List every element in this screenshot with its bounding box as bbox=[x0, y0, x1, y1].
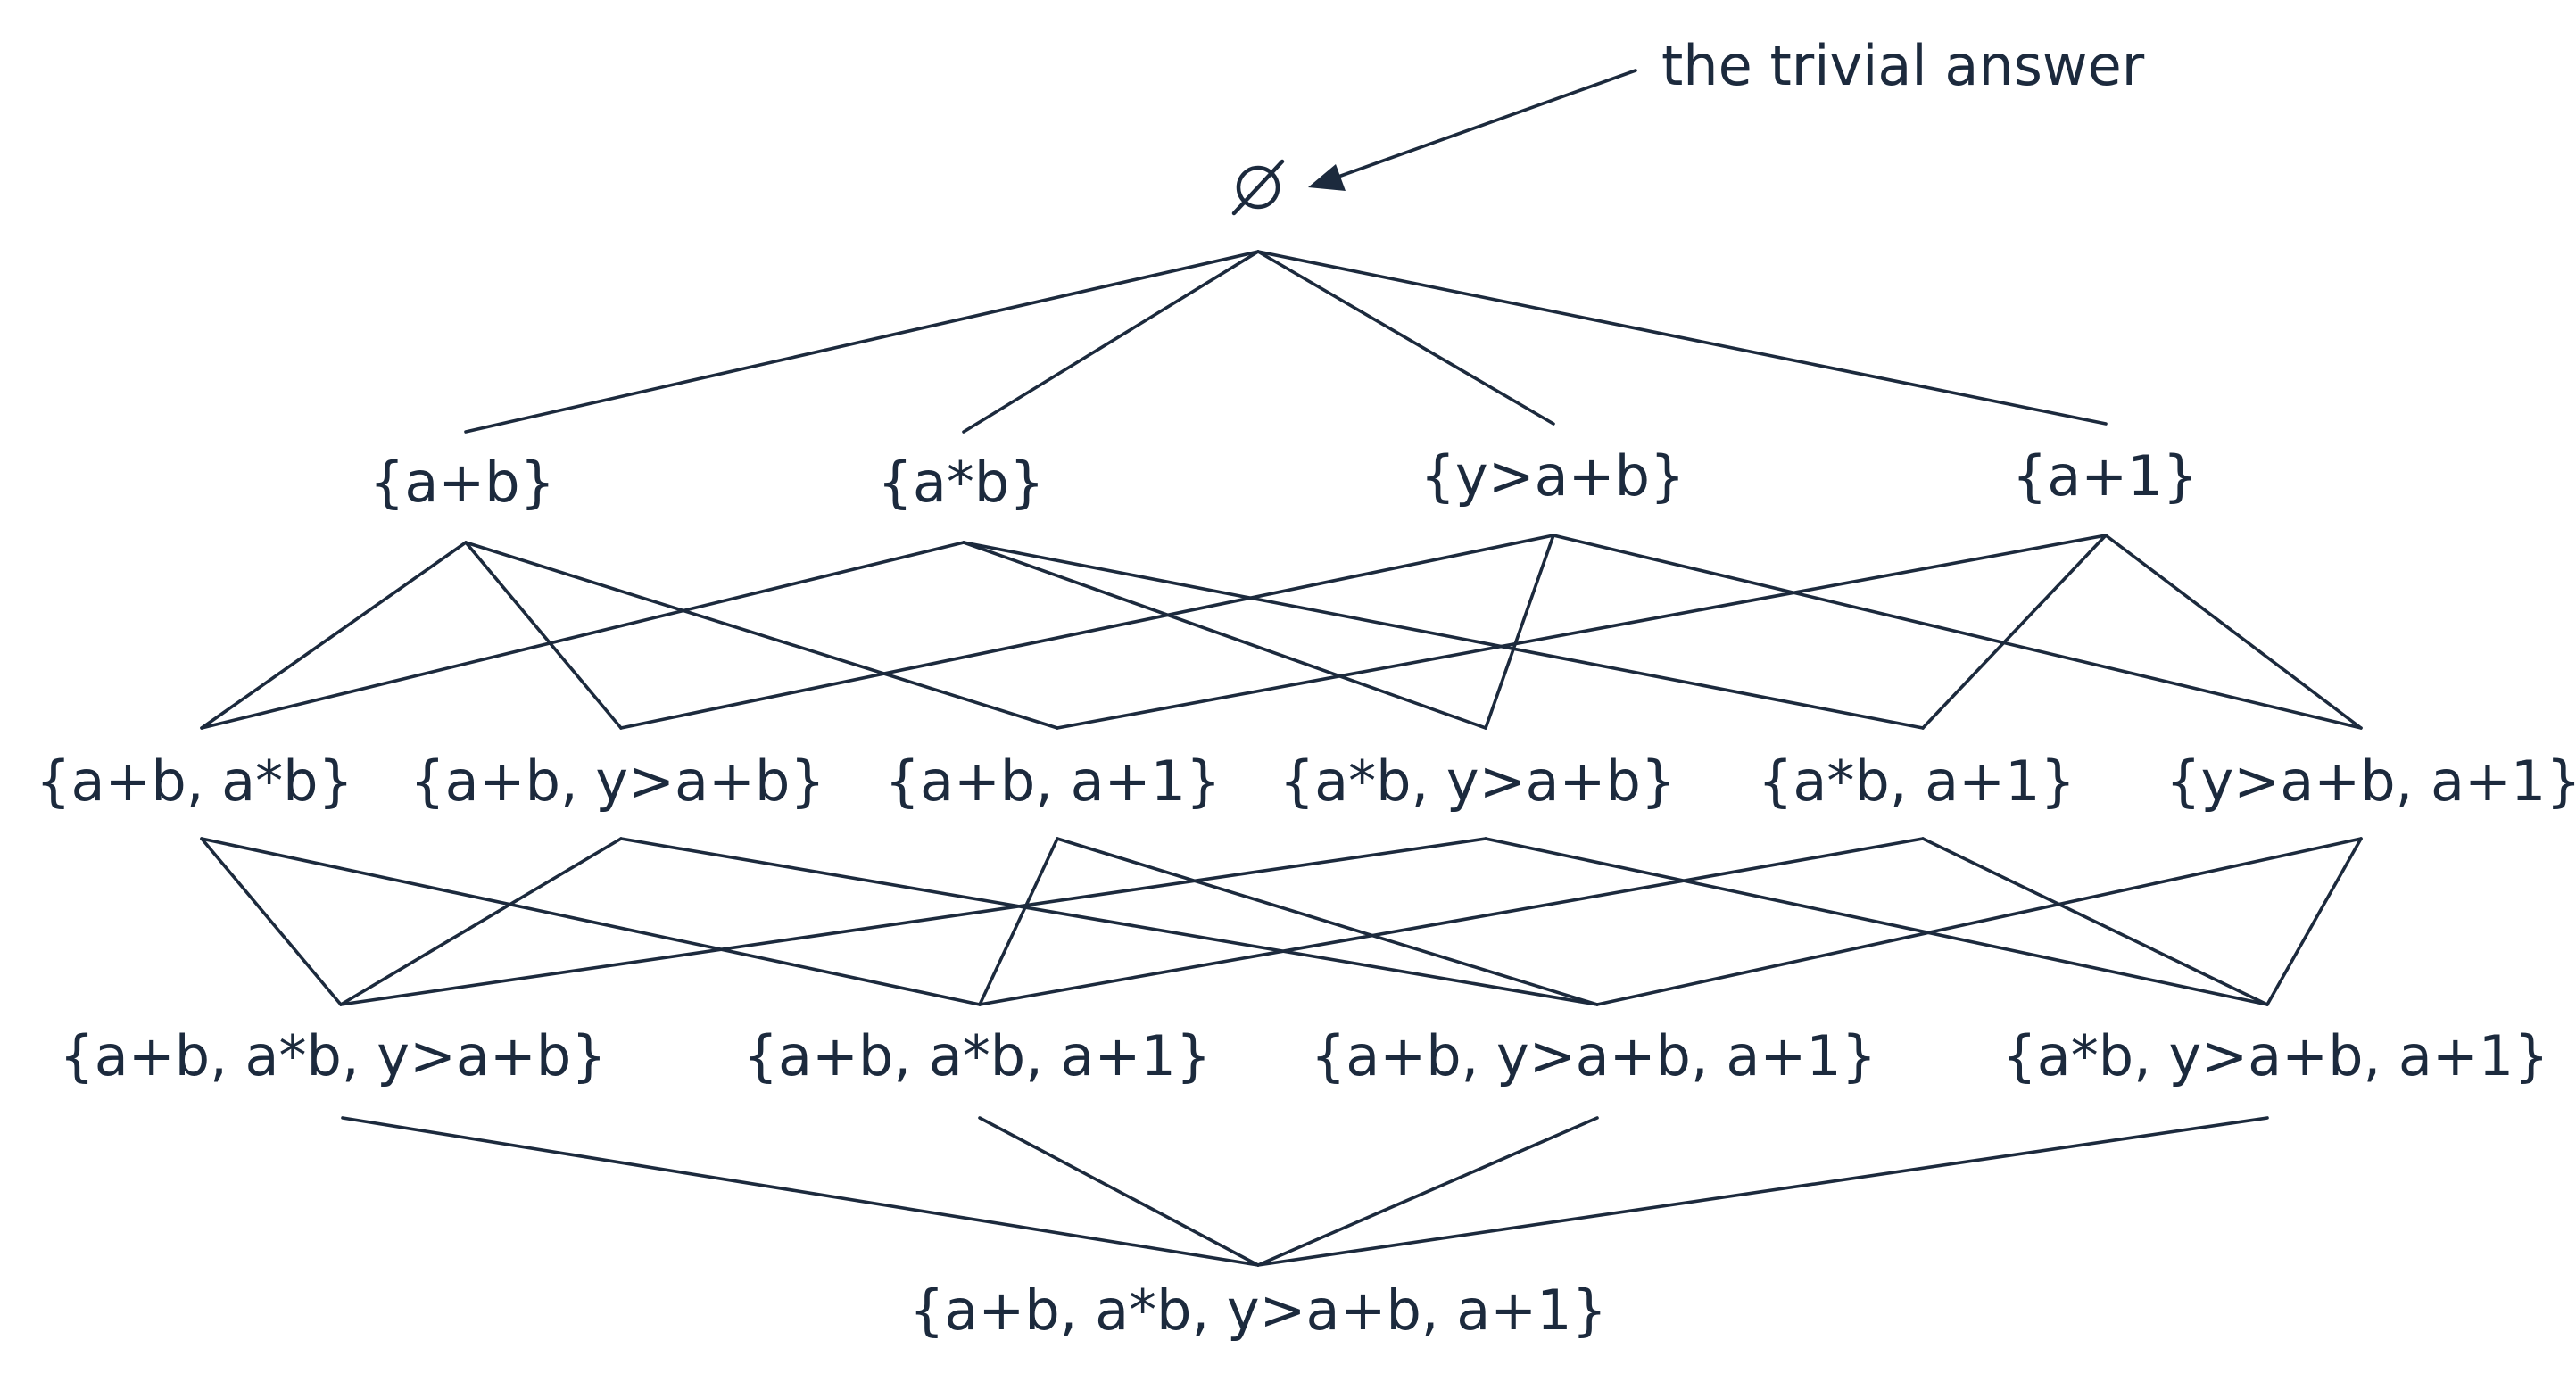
edge-n1d-n2ad bbox=[1056, 534, 2108, 730]
node-label-n2ad: {a+b, a+1} bbox=[885, 749, 1222, 814]
node-label-n3bcd: {a*b, y>a+b, a+1} bbox=[2001, 1023, 2548, 1088]
lattice-nodes: {a+b} {a*b} {y>a+b} {a+1} {a+b, a*b} {a+b, y>… bbox=[36, 159, 2576, 1343]
node-label-n2ab: {a+b, a*b} bbox=[36, 749, 353, 814]
edge-n1b-n2bc bbox=[962, 541, 1487, 730]
node-label-n1c: {y>a+b} bbox=[1421, 443, 1686, 509]
node-label-n1b: {a*b} bbox=[877, 450, 1044, 515]
node-label-n3abc: {a+b, a*b, y>a+b} bbox=[59, 1023, 606, 1088]
node-label-n1d: {a+1} bbox=[2012, 443, 2198, 509]
edge-n2cd-n3bcd bbox=[2265, 837, 2363, 1006]
node-label-n1a: {a+b} bbox=[369, 450, 555, 515]
node-label-n2bd: {a*b, a+1} bbox=[1758, 749, 2075, 814]
edge-n0-n1c bbox=[1256, 250, 1555, 426]
edge-n2ac-n3abc bbox=[339, 837, 623, 1006]
lattice-edges bbox=[200, 250, 2363, 1267]
edge-n1c-n2cd bbox=[1552, 534, 2363, 730]
edge-n1a-n2ab bbox=[200, 541, 468, 730]
edge-n2bc-n3abc bbox=[339, 837, 1487, 1006]
edge-n3abc-n4 bbox=[341, 1116, 1260, 1267]
edge-n3acd-n4 bbox=[1256, 1116, 1599, 1267]
edge-n2cd-n3acd bbox=[1595, 837, 2363, 1006]
node-label-n2ac: {a+b, y>a+b} bbox=[410, 749, 825, 814]
node-label-n3acd: {a+b, y>a+b, a+1} bbox=[1311, 1023, 1876, 1088]
annotation-arrow-line bbox=[1337, 69, 1637, 178]
annotation-label: the trivial answer bbox=[1661, 33, 2145, 98]
edge-n2ab-n3abd bbox=[200, 837, 982, 1006]
edge-n1a-n2ac bbox=[464, 541, 623, 730]
edge-n1d-n2bd bbox=[1921, 534, 2108, 730]
edge-n1d-n2cd bbox=[2104, 534, 2363, 730]
edge-n2bd-n3abd bbox=[978, 837, 1925, 1006]
edge-n2bc-n3bcd bbox=[1484, 837, 2269, 1006]
empty-set-icon bbox=[1231, 159, 1285, 216]
edge-n1b-n2bd bbox=[962, 541, 1925, 730]
edge-n1c-n2ac bbox=[619, 534, 1555, 730]
edge-n0-n1a bbox=[464, 250, 1260, 434]
empty-set-circle bbox=[1236, 165, 1280, 210]
edge-n1a-n2ad bbox=[464, 541, 1059, 730]
node-label-n4: {a+b, a*b, y>a+b, a+1} bbox=[909, 1278, 1607, 1343]
annotation: the trivial answer bbox=[1308, 33, 2145, 191]
edge-n0-n1d bbox=[1256, 250, 2108, 426]
edge-n1c-n2bc bbox=[1484, 534, 1555, 730]
edge-n2ab-n3abc bbox=[200, 837, 343, 1006]
node-label-n2cd: {y>a+b, a+1} bbox=[2166, 749, 2576, 814]
empty-set-slash bbox=[1231, 159, 1285, 216]
edge-n2bd-n3bcd bbox=[1921, 837, 2269, 1006]
edge-n3bcd-n4 bbox=[1256, 1116, 2269, 1267]
node-label-n3abd: {a+b, a*b, a+1} bbox=[743, 1023, 1212, 1088]
edge-n1b-n2ab bbox=[200, 541, 965, 730]
node-label-n2bc: {a*b, y>a+b} bbox=[1280, 749, 1677, 814]
annotation-arrow-head bbox=[1308, 164, 1346, 191]
edge-n0-n1b bbox=[962, 250, 1260, 434]
edge-n2ad-n3acd bbox=[1056, 837, 1599, 1006]
edge-n2ad-n3abd bbox=[978, 837, 1059, 1006]
edge-n3abd-n4 bbox=[978, 1116, 1260, 1267]
edge-n2ac-n3acd bbox=[619, 837, 1599, 1006]
